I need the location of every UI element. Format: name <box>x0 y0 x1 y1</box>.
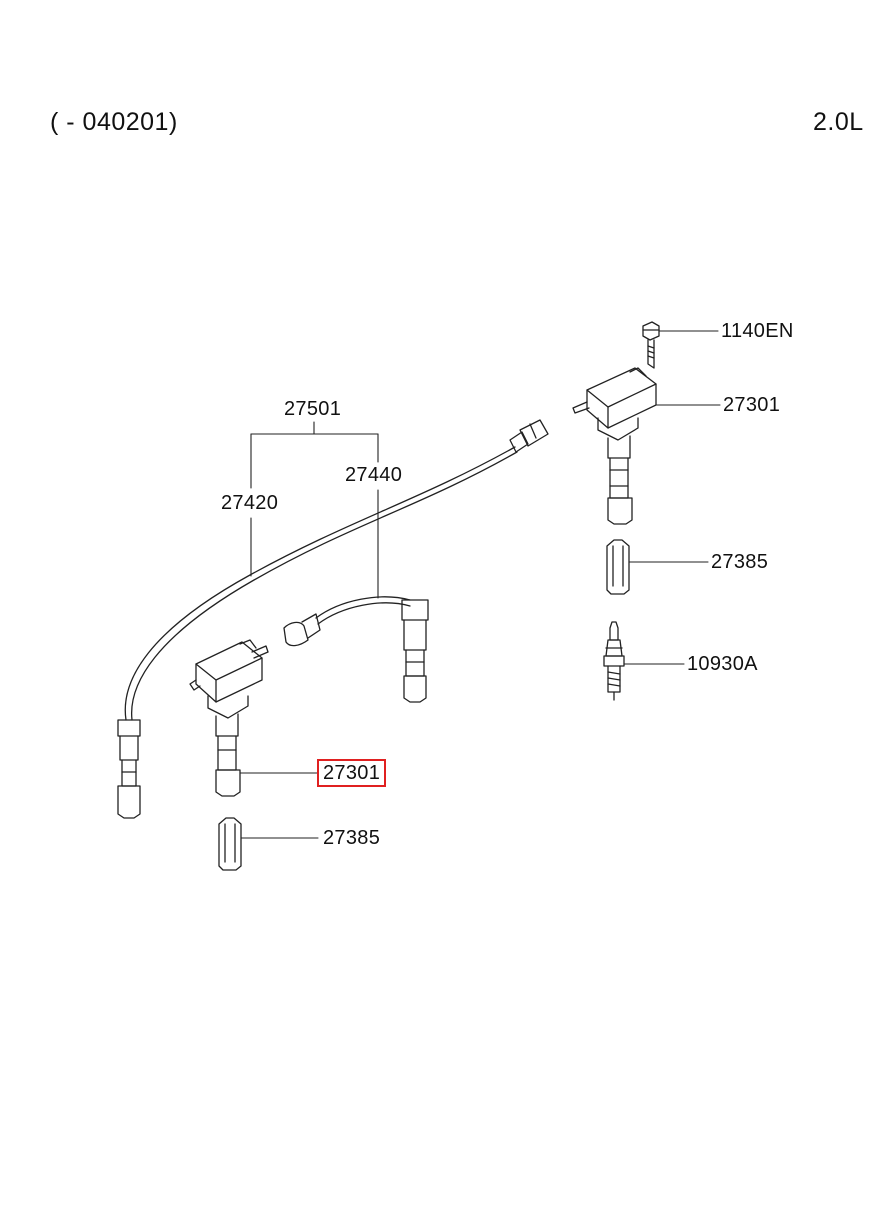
ignition-coil-lower <box>189 639 269 797</box>
leader-lines <box>239 330 721 839</box>
callout-27501[interactable]: 27501 <box>284 398 342 420</box>
engine-label: 2.0L <box>813 108 864 136</box>
ht-wire-27420 <box>117 419 549 819</box>
callout-27385-upper[interactable]: 27385 <box>711 551 769 573</box>
callout-27440[interactable]: 27440 <box>345 464 403 486</box>
callout-27301-upper[interactable]: 27301 <box>723 394 781 416</box>
date-range-label: ( - 040201) <box>50 108 178 136</box>
callout-10930a[interactable]: 10930A <box>687 653 758 675</box>
spark-plug-10930a <box>603 621 625 701</box>
ignition-coil-upper <box>572 367 657 525</box>
callout-27420[interactable]: 27420 <box>221 492 279 514</box>
boot-27385-lower <box>218 817 242 871</box>
callout-27385-lower[interactable]: 27385 <box>323 827 381 849</box>
callout-1140en[interactable]: 1140EN <box>721 320 794 342</box>
bolt-1140en <box>642 321 660 369</box>
boot-27385-upper <box>606 539 630 595</box>
callout-27301-lower-highlighted[interactable]: 27301 <box>316 759 387 787</box>
ht-wire-27440 <box>283 596 429 703</box>
